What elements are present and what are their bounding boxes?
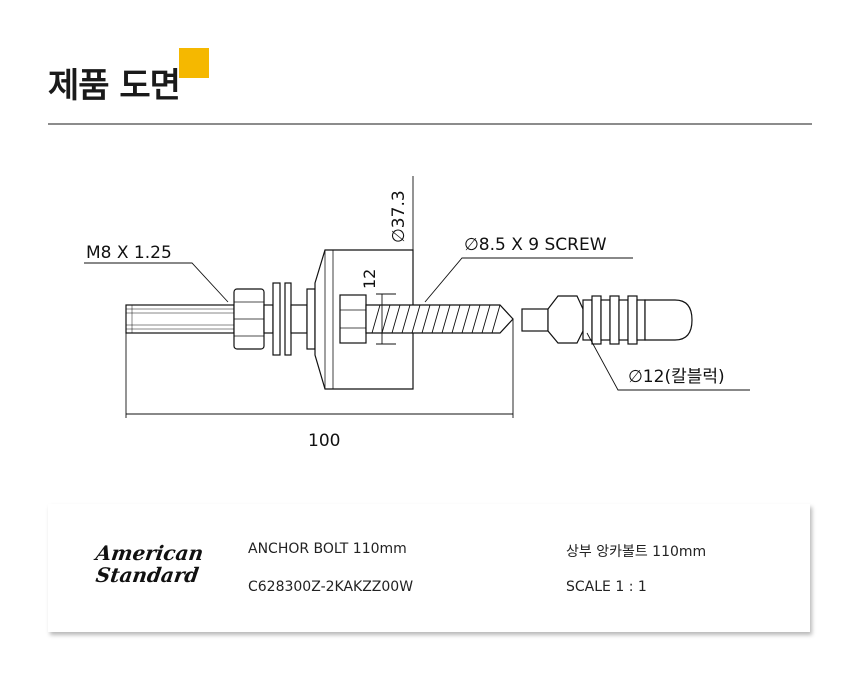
thread-size-label: M8 X 1.25 [86, 243, 172, 263]
rod-thread-lines [126, 305, 234, 333]
scale-label: SCALE 1 : 1 [566, 579, 647, 595]
screw-thread-pattern [371, 304, 501, 334]
wall-plug [521, 295, 693, 345]
title-area: 제품 도면 [48, 48, 348, 108]
lag-screw-body [365, 304, 514, 334]
washer-1 [272, 282, 281, 356]
spacer [306, 288, 316, 350]
technical-drawing: M8 X 1.25 ∅8.5 X 9 SCREW ∅37.3 12 ∅12(칼블… [84, 176, 750, 451]
washer-2 [284, 282, 292, 356]
threaded-rod [125, 304, 235, 334]
product-description: 상부 앙카볼트 110mm [566, 544, 707, 560]
rod-segment [263, 304, 274, 334]
title-accent-square [179, 48, 209, 78]
page-title: 제품 도면 [48, 66, 181, 106]
dimension-lines [84, 176, 750, 418]
title-divider [48, 123, 812, 125]
plug-label: ∅12(칼블럭) [628, 367, 725, 387]
length-label: 100 [308, 431, 340, 451]
product-code: C628300Z-2KAKZZ00W [248, 579, 414, 595]
logo-line-2: Standard [94, 563, 201, 587]
nut-height-label: 12 [360, 269, 379, 289]
drawing-geometry [125, 249, 514, 390]
info-panel: American Standard ANCHOR BOLT 110mm C628… [48, 504, 810, 632]
brand-logo: American Standard [94, 541, 206, 594]
rod-segment-2 [290, 304, 308, 334]
screw-size-label: ∅8.5 X 9 SCREW [464, 235, 607, 255]
flange-diameter-label: ∅37.3 [389, 190, 409, 243]
logo-line-1: American [94, 541, 205, 565]
product-name: ANCHOR BOLT 110mm [248, 541, 407, 557]
inner-nut [339, 294, 367, 344]
